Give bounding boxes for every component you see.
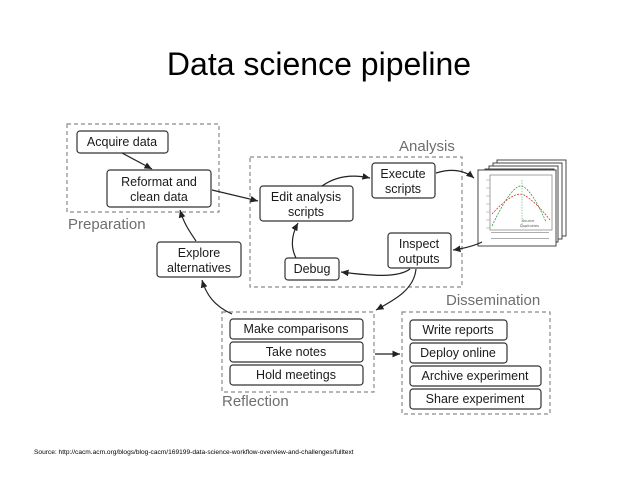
dissemination-item: Deploy online <box>409 342 508 364</box>
explore-line-2: alternatives <box>167 261 231 275</box>
debug-text: Debug <box>294 262 331 276</box>
arrow-reflection-to-explore <box>200 279 233 315</box>
inspect-outputs-node: Inspect outputs <box>387 232 452 269</box>
inspect-line-1: Inspect <box>399 237 440 251</box>
analysis-label: Analysis <box>399 138 455 155</box>
dissemination-label: Dissemination <box>446 292 540 309</box>
arrow-edit-to-execute <box>321 173 371 187</box>
arrow-inspect-to-debug <box>340 268 411 277</box>
svg-text:Source: Source <box>522 219 535 223</box>
edit-analysis-node: Edit analysis scripts <box>259 185 354 222</box>
reformat-clean-node: Reformat and clean data <box>106 169 212 208</box>
svg-text:Duplicates: Duplicates <box>520 224 539 228</box>
analysis-group-box <box>249 156 463 288</box>
svg-text:scripts: scripts <box>385 182 421 196</box>
reformat-line-2: clean data <box>130 190 188 204</box>
svg-text:Edit analysis: Edit analysis <box>271 190 341 204</box>
svg-text:Take notes: Take notes <box>266 345 326 359</box>
svg-text:Archive experiment: Archive experiment <box>422 369 530 383</box>
reflection-item: Take notes <box>229 341 364 363</box>
arrow-inspect-to-reflection <box>375 268 417 311</box>
svg-text:Debug: Debug <box>294 262 331 276</box>
svg-text:alternatives: alternatives <box>167 261 231 275</box>
output-plots-stack: Source Duplicates <box>477 159 567 247</box>
preparation-group-box <box>66 123 220 213</box>
reflection-item: Hold meetings <box>229 364 364 386</box>
arrow-execute-to-plots <box>435 169 475 179</box>
svg-text:Acquire data: Acquire data <box>87 135 157 149</box>
svg-text:Deploy online: Deploy online <box>420 346 496 360</box>
dissemination-group-box <box>401 311 551 415</box>
svg-text:scripts: scripts <box>288 205 324 219</box>
preparation-label: Preparation <box>68 216 146 233</box>
plot-legend-source: Source <box>522 219 535 223</box>
svg-text:clean data: clean data <box>130 190 188 204</box>
archive-experiment-text: Archive experiment <box>422 369 530 383</box>
edit-line-1: Edit analysis <box>271 190 341 204</box>
svg-text:Reformat and: Reformat and <box>121 175 197 189</box>
edit-line-2: scripts <box>288 205 324 219</box>
reformat-line-1: Reformat and <box>121 175 197 189</box>
arrow-reformat-to-edit <box>211 189 259 203</box>
arrow-acquire-to-reformat <box>121 152 153 170</box>
arrow-explore-to-reformat <box>178 209 197 242</box>
svg-text:Inspect: Inspect <box>399 237 440 251</box>
svg-text:Hold meetings: Hold meetings <box>256 368 336 382</box>
execute-line-1: Execute <box>380 167 425 181</box>
slide-title: Data science pipeline <box>166 46 472 82</box>
execute-line-2: scripts <box>385 182 421 196</box>
reflection-label: Reflection <box>222 393 289 410</box>
make-comparisons-text: Make comparisons <box>244 322 349 336</box>
arrow-plots-to-inspect <box>452 241 483 253</box>
svg-text:outputs: outputs <box>398 252 439 266</box>
acquire-data-text: Acquire data <box>87 135 157 149</box>
svg-text:Explore: Explore <box>178 246 220 260</box>
inspect-line-2: outputs <box>398 252 439 266</box>
svg-text:Share experiment: Share experiment <box>426 392 525 406</box>
dissemination-item: Write reports <box>409 319 508 341</box>
debug-node: Debug <box>284 257 340 281</box>
deploy-online-text: Deploy online <box>420 346 496 360</box>
reflection-item: Make comparisons <box>229 318 364 340</box>
share-experiment-text: Share experiment <box>426 392 525 406</box>
svg-text:Execute: Execute <box>380 167 425 181</box>
explore-alternatives-node: Explore alternatives <box>156 241 242 278</box>
reflection-group-box <box>221 311 375 393</box>
dissemination-item: Share experiment <box>409 388 542 410</box>
explore-line-1: Explore <box>178 246 220 260</box>
write-reports-text: Write reports <box>422 323 493 337</box>
svg-text:Make comparisons: Make comparisons <box>244 322 349 336</box>
arrow-debug-to-edit <box>291 222 299 259</box>
execute-scripts-node: Execute scripts <box>371 162 436 199</box>
hold-meetings-text: Hold meetings <box>256 368 336 382</box>
source-citation: Source: http://cacm.acm.org/blogs/blog-c… <box>34 449 354 456</box>
take-notes-text: Take notes <box>266 345 326 359</box>
acquire-data-node: Acquire data <box>76 130 169 154</box>
plot-legend-duplicates: Duplicates <box>520 224 539 228</box>
dissemination-item: Archive experiment <box>409 365 542 387</box>
svg-text:Write reports: Write reports <box>422 323 493 337</box>
